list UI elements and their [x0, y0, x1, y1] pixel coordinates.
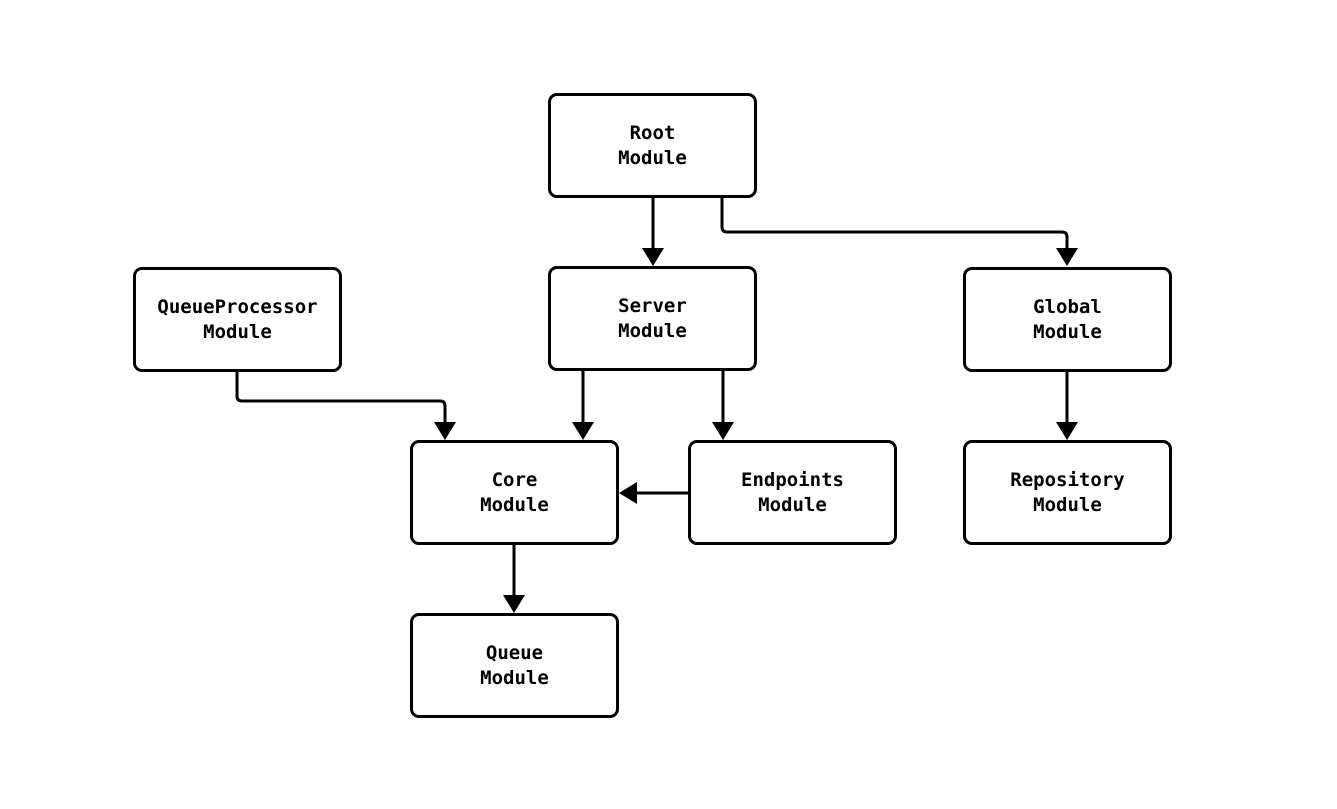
edge-root-to-server — [642, 198, 664, 266]
node-global-module: Global Module — [963, 267, 1172, 372]
node-label-line: Module — [480, 666, 549, 689]
node-label-line: Module — [1033, 320, 1102, 343]
node-label-line: Global — [1033, 296, 1102, 319]
node-label-line: Module — [1033, 493, 1102, 516]
node-label-line: Endpoints — [741, 469, 844, 492]
edge-global-to-repository — [1056, 372, 1078, 440]
edge-core-to-queue — [503, 545, 525, 613]
node-label-line: Module — [203, 320, 272, 343]
node-server-module: Server Module — [548, 266, 757, 371]
node-queueprocessor-module: QueueProcessor Module — [133, 267, 342, 372]
node-root-module: Root Module — [548, 93, 757, 198]
node-label-line: Server — [618, 295, 687, 318]
edge-server-to-endpoints — [712, 371, 734, 440]
node-label-line: Module — [618, 319, 687, 342]
edge-server-to-core — [572, 371, 594, 440]
edge-root-to-global — [720, 198, 1078, 266]
node-label-line: QueueProcessor — [157, 296, 318, 319]
node-label-line: Core — [491, 469, 538, 492]
edge-endpoints-to-core — [619, 482, 688, 504]
node-label-line: Root — [629, 122, 676, 145]
node-label-line: Module — [480, 493, 549, 516]
node-label-line: Module — [618, 146, 687, 169]
node-repository-module: Repository Module — [963, 440, 1172, 545]
node-endpoints-module: Endpoints Module — [688, 440, 897, 545]
node-queue-module: Queue Module — [410, 613, 619, 718]
edge-queueprocessor-to-core — [235, 372, 456, 440]
node-label-line: Module — [758, 493, 827, 516]
node-core-module: Core Module — [410, 440, 619, 545]
node-label-line: Queue — [485, 642, 544, 665]
node-label-line: Repository — [1010, 469, 1125, 492]
